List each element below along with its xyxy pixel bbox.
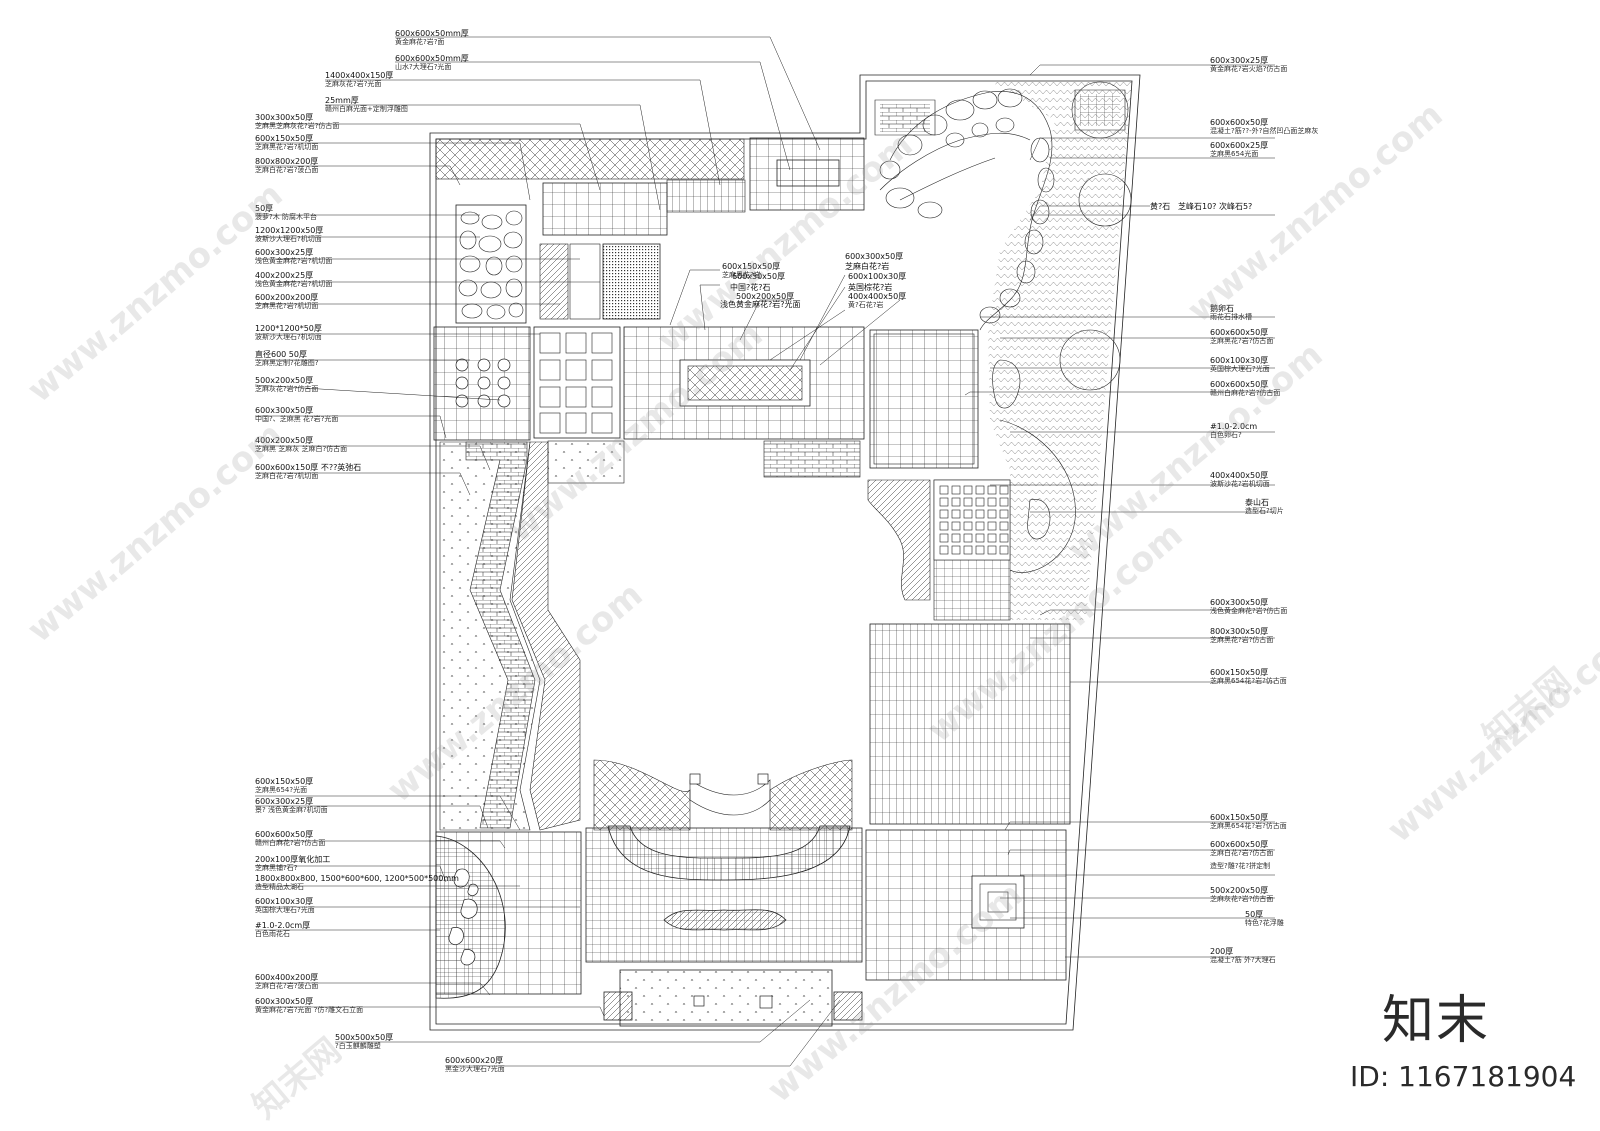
brand-logo: 知末 (1382, 991, 1491, 1051)
label-text: 600x600x50mm厚 (395, 29, 469, 38)
document-id: ID: 1167181904 (1350, 1060, 1577, 1093)
